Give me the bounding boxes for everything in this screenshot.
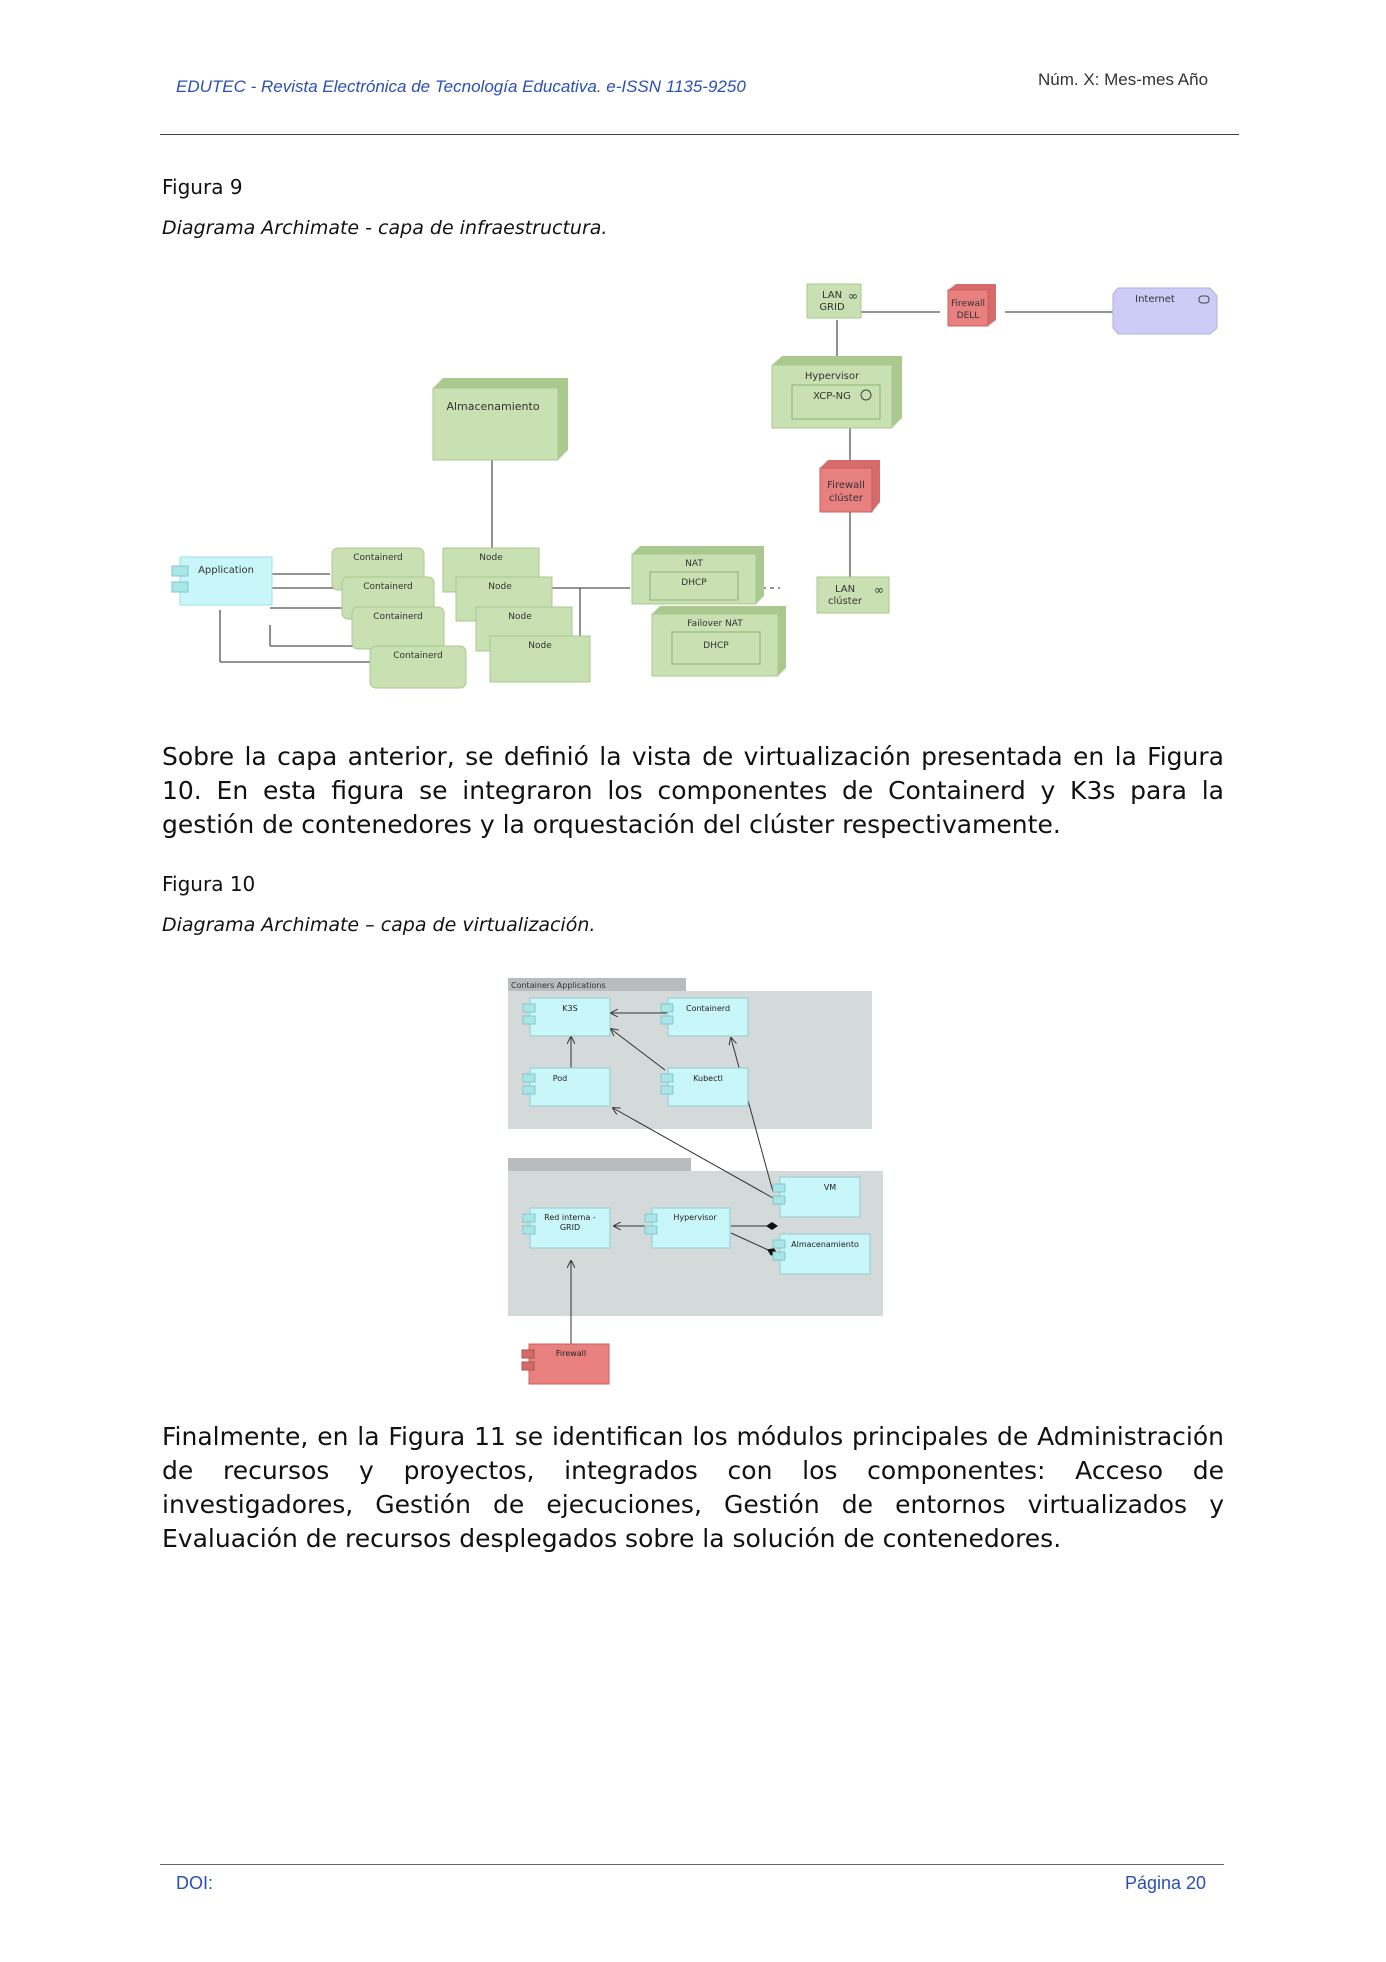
firewall-dell-node: Firewall DELL (947, 284, 996, 327)
network-icon: ∞ (848, 289, 858, 303)
nat-dhcp-label: DHCP (681, 578, 707, 588)
figure-9-diagram: LAN GRID ∞ Firewall DELL Internet Hyperv… (171, 283, 1218, 689)
svg-text:VM: VM (824, 1183, 836, 1192)
hypervisor-node: Hypervisor XCP-NG (771, 356, 902, 429)
hypervisor-label: Hypervisor (805, 371, 860, 382)
lan-grid-node: LAN GRID ∞ (806, 283, 862, 319)
svg-text:Red interna -: Red interna - (544, 1213, 596, 1222)
svg-text:Node: Node (488, 582, 512, 592)
page-number: Página 20 (1125, 1873, 1207, 1893)
figure-9-connectors (219, 311, 1115, 663)
storage-component: Almacenamiento (772, 1233, 871, 1275)
k3s-component: K3S (522, 997, 611, 1037)
svg-text:Node: Node (528, 641, 552, 651)
red-interna-grid-component: Red interna - GRID (522, 1207, 611, 1249)
lan-cluster-node: LAN clúster ∞ (816, 576, 890, 614)
body-paragraph-2: Finalmente, en la Figura 11 se identific… (162, 1422, 1224, 1553)
firewall-dell-label-1: Firewall (951, 299, 985, 309)
svg-text:Firewall: Firewall (556, 1349, 586, 1358)
system-software-icon (860, 389, 872, 401)
kubectl-component: Kubectl (660, 1067, 749, 1107)
svg-text:Kubectl: Kubectl (693, 1074, 723, 1083)
svg-text:Node: Node (508, 612, 532, 622)
figure-9-label: Figura 9 (162, 175, 243, 199)
firewall-dell-label-2: DELL (957, 311, 980, 321)
failover-nat-node: Failover NAT DHCP (651, 606, 786, 677)
lan-grid-label-2: GRID (819, 302, 845, 313)
application-node: Application (171, 556, 273, 606)
svg-text:Pod: Pod (553, 1074, 568, 1083)
svg-text:Containerd: Containerd (353, 553, 403, 563)
lan-cluster-label-2: clúster (828, 595, 863, 607)
figure-10-caption: Diagrama Archimate – capa de virtualizac… (162, 914, 596, 936)
header-divider (160, 134, 1239, 135)
figure-10-label: Figura 10 (162, 872, 256, 896)
lan-grid-label-1: LAN (822, 290, 842, 301)
group-title: Containers Applications (511, 981, 606, 990)
internet-label: Internet (1135, 294, 1175, 305)
containerd-node-3: Containerd (351, 606, 445, 650)
failover-dhcp-label: DHCP (703, 641, 729, 651)
svg-text:Almacenamiento: Almacenamiento (791, 1240, 859, 1249)
body-paragraph-1: Sobre la capa anterior, se definió la vi… (162, 742, 1224, 839)
lan-cluster-label-1: LAN (835, 584, 855, 595)
node-stack: Node Node Node Node (442, 547, 591, 683)
nat-node: NAT DHCP (631, 546, 764, 605)
svg-text:Node: Node (479, 553, 503, 563)
figure-10-diagram: Containers Applications K3S Containerd (508, 978, 883, 1385)
internet-node: Internet (1112, 287, 1218, 335)
firewall-cluster-label-1: Firewall (827, 480, 865, 491)
nat-label: NAT (685, 559, 703, 569)
svg-text:Containerd: Containerd (393, 651, 443, 661)
containerd-node-4: Containerd (369, 645, 467, 689)
svg-text:Containerd: Containerd (686, 1004, 730, 1013)
containerd-stack: Containerd Containerd Containerd Contain… (331, 547, 467, 689)
svg-text:Containerd: Containerd (363, 582, 413, 592)
storage-label: Almacenamiento (446, 400, 539, 413)
vm-component: VM (772, 1176, 861, 1218)
svg-text:GRID: GRID (560, 1223, 580, 1232)
footer-divider (160, 1864, 1224, 1865)
figure-9-caption: Diagrama Archimate - capa de infraestruc… (162, 217, 608, 239)
firewall-cluster-label-2: clúster (829, 492, 864, 504)
k8s-node-4: Node (489, 635, 591, 683)
network-icon: ∞ (874, 583, 884, 597)
hypervisor-component: Hypervisor (644, 1207, 731, 1249)
firewall-component: Firewall (521, 1343, 610, 1385)
failover-nat-label: Failover NAT (687, 619, 743, 629)
issue-number: Núm. X: Mes-mes Año (1038, 70, 1209, 89)
pod-component: Pod (522, 1067, 611, 1107)
application-label: Application (198, 565, 254, 576)
svg-text:Containerd: Containerd (373, 612, 423, 622)
containerd-component: Containerd (660, 997, 749, 1037)
firewall-cluster-node: Firewall clúster (819, 460, 880, 513)
svg-text:K3S: K3S (562, 1004, 577, 1013)
xcp-ng-label: XCP-NG (813, 391, 851, 402)
doi-label: DOI: (176, 1873, 214, 1893)
storage-node: Almacenamiento (432, 378, 568, 461)
service-icon (1198, 295, 1210, 304)
svg-text:Hypervisor: Hypervisor (673, 1213, 717, 1222)
journal-title: EDUTEC - Revista Electrónica de Tecnolog… (176, 77, 746, 96)
